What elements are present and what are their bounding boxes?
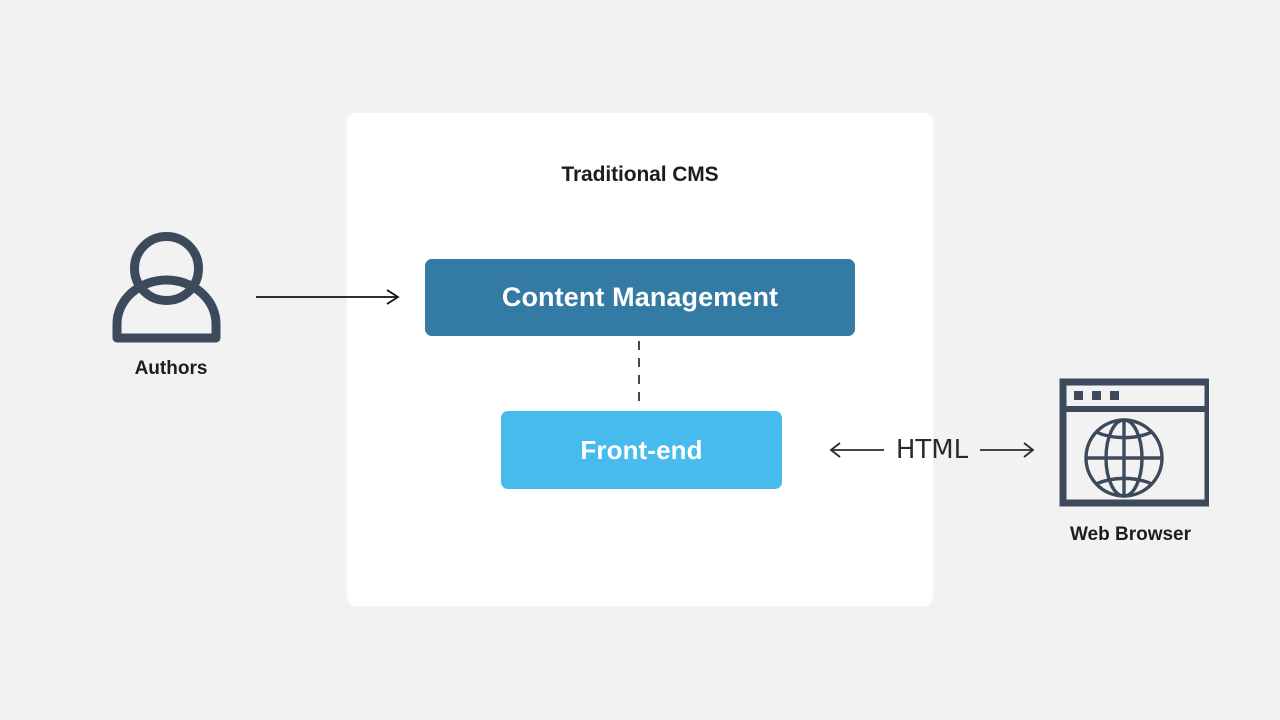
cms-to-frontend-dashed-connector — [638, 341, 640, 408]
web-browser-actor: Web Browser — [1052, 376, 1209, 551]
traditional-cms-title: Traditional CMS — [561, 163, 719, 186]
web-browser-label: Web Browser — [1069, 524, 1192, 545]
person-icon — [112, 232, 221, 343]
arrow-left-icon — [829, 442, 884, 458]
browser-window-globe-icon — [1059, 378, 1209, 507]
content-management-label: Content Management — [501, 282, 779, 312]
browser-dot-2 — [1092, 391, 1101, 400]
browser-dot-3 — [1110, 391, 1119, 400]
authors-actor: Authors — [108, 228, 234, 388]
front-end-label: Front-end — [580, 434, 703, 465]
authors-label: Authors — [134, 358, 208, 379]
globe-icon — [1084, 418, 1164, 498]
browser-dot-1 — [1074, 391, 1083, 400]
traditional-cms-card — [347, 113, 933, 606]
front-end-box[interactable]: Front-end — [501, 411, 782, 489]
authors-to-cms-arrow — [256, 289, 400, 305]
content-management-box[interactable]: Content Management — [425, 259, 855, 336]
html-flow-connector: HTML — [826, 428, 1038, 472]
arrow-right-icon — [979, 442, 1035, 458]
html-flow-label: HTML — [895, 435, 969, 465]
